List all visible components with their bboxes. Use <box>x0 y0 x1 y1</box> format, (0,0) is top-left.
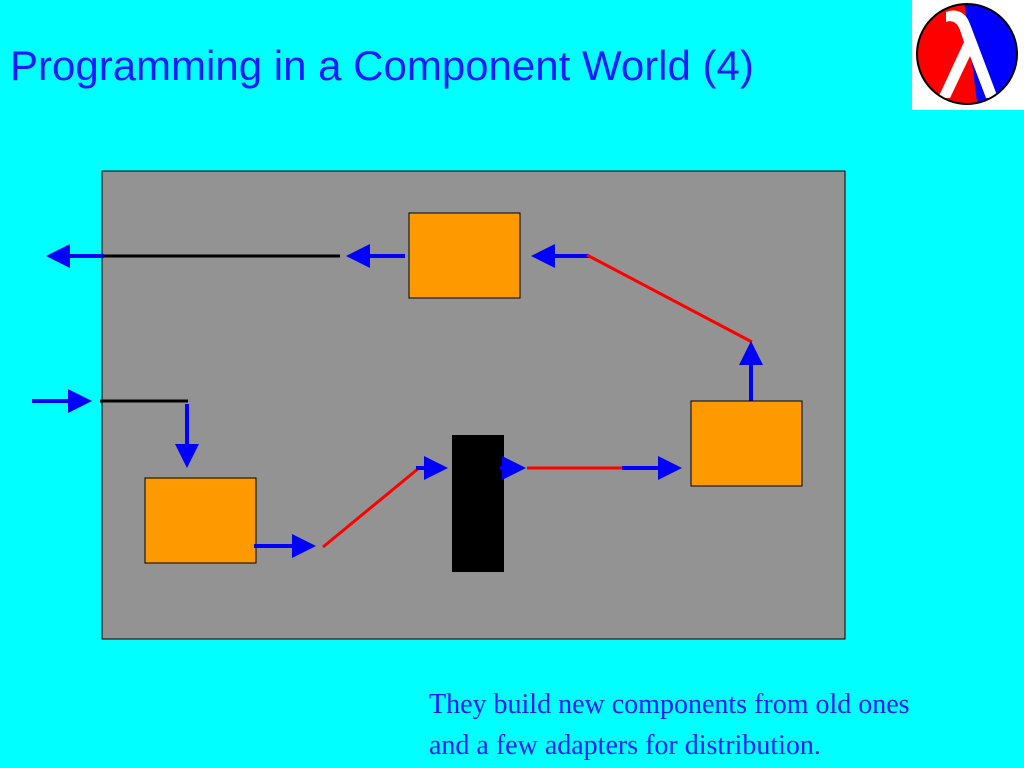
left-component <box>144 477 257 564</box>
wire-right-to-top <box>586 253 753 344</box>
adapter <box>452 435 504 572</box>
top-component <box>408 212 521 299</box>
caption-line-2: and a few adapters for distribution. <box>429 730 821 761</box>
caption-line-1: They build new components from old ones <box>429 689 910 720</box>
logo <box>912 0 1024 110</box>
right-component <box>690 400 803 487</box>
lambda-logo-icon <box>916 3 1018 105</box>
slide-title: Programming in a Component World (4) <box>10 42 754 89</box>
wire-left-to-adapter <box>322 466 420 549</box>
slide-caption: They build new components from old ones … <box>429 684 1024 766</box>
